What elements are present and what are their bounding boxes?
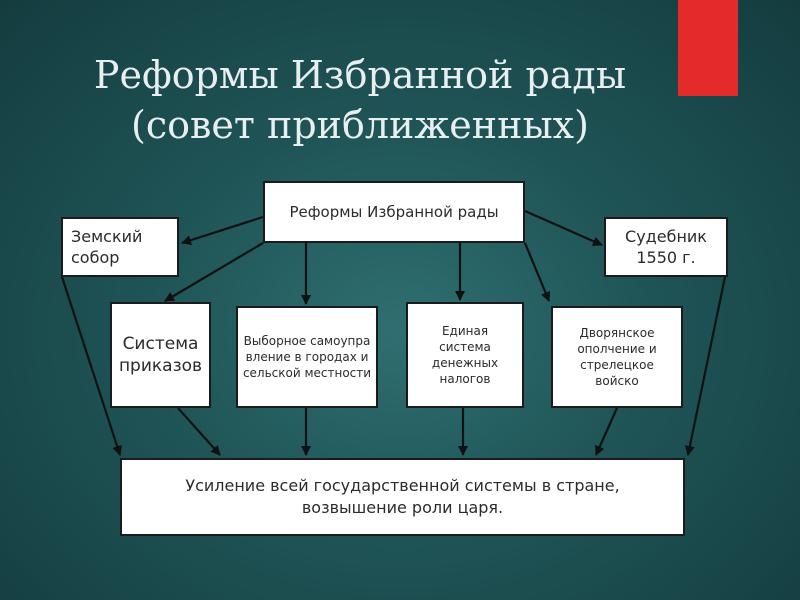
arrow-root-to-prikazy	[164, 242, 264, 302]
arrow-root-to-dvoryanskoe	[523, 242, 551, 302]
arrow-dvoryanskoe-to-result	[594, 407, 619, 456]
arrow-root-to-sudebnik	[524, 209, 603, 247]
node-sudebnik-label: Судебник 1550 г.	[625, 227, 707, 267]
slide-title-line-2: (совет приближенных)	[131, 103, 589, 147]
node-edinaya: Единая система денежных налогов	[406, 302, 524, 408]
arrow-prikazy-to-result	[177, 407, 221, 456]
node-result-label: Усиление всей государственной системы в …	[185, 476, 620, 517]
node-zemsky-sobor: Земский собор	[61, 217, 179, 277]
node-sudebnik: Судебник 1550 г.	[604, 217, 728, 277]
node-root-label: Реформы Избранной рады	[289, 202, 499, 221]
node-root-reforms: Реформы Избранной рады	[263, 181, 525, 243]
node-prikazy-label: Система приказов	[118, 334, 203, 376]
arrow-root-to-zemsky	[181, 215, 264, 246]
node-result: Усиление всей государственной системы в …	[120, 458, 685, 536]
arrow-sudebnik-to-result	[684, 276, 727, 456]
node-vybornoe-label: Выборное самоуправление в городах и сель…	[242, 334, 372, 380]
node-dvoryanskoe: Дворянское ополчение и стрелецкое войско	[551, 306, 683, 408]
arrow-zemsky-to-result	[60, 276, 122, 456]
slide-title-line-1: Реформы Избранной рады	[93, 53, 627, 97]
node-zemsky-label: Земский собор	[71, 227, 143, 267]
node-prikazy: Система приказов	[110, 302, 211, 408]
node-vybornoe: Выборное самоуправление в городах и сель…	[236, 306, 378, 408]
node-edinaya-label: Единая система денежных налогов	[431, 324, 499, 386]
accent-bar	[678, 0, 738, 96]
slide-title: Реформы Избранной рады (совет приближенн…	[60, 50, 660, 150]
node-dvoryanskoe-label: Дворянское ополчение и стрелецкое войско	[577, 326, 657, 388]
